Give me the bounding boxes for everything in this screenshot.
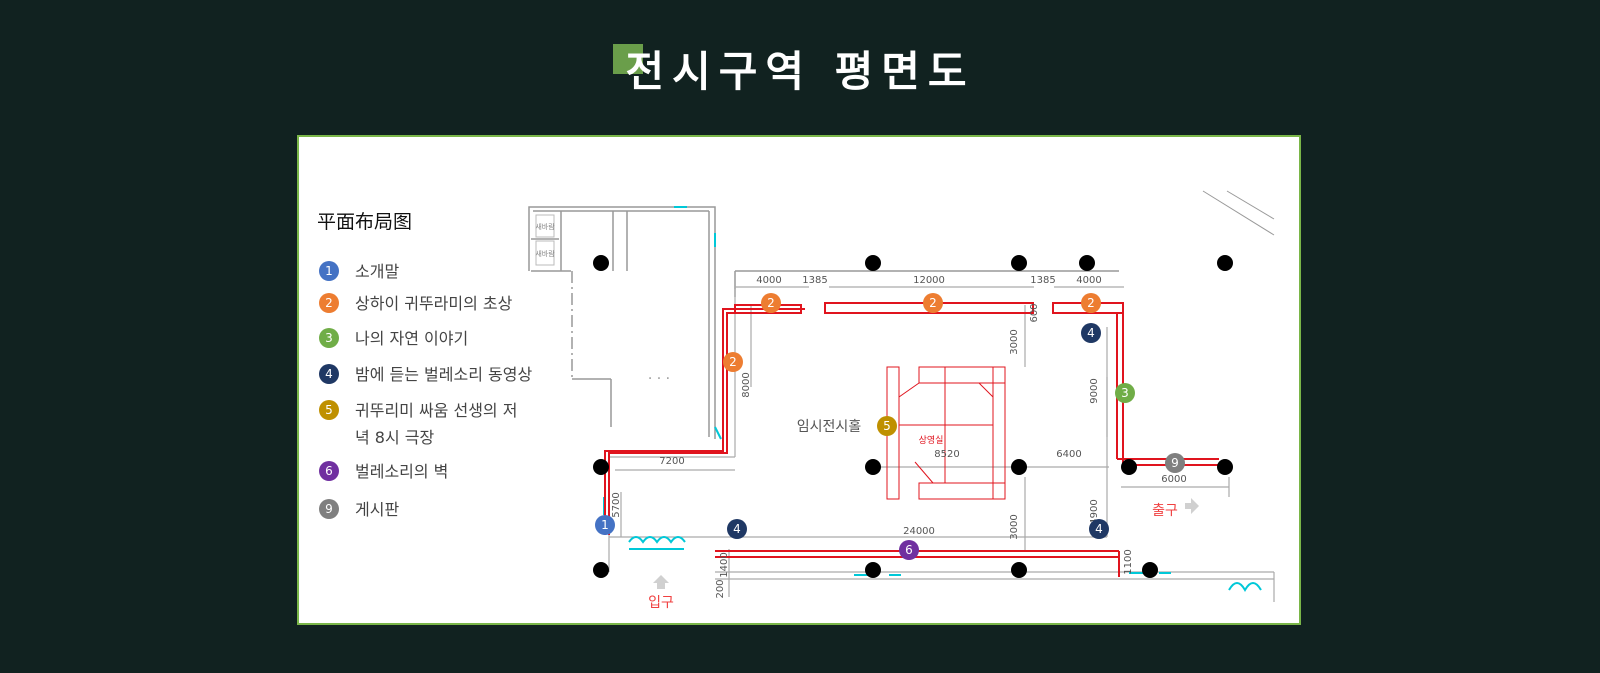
small-room-label-b: 새바람 [535,249,555,258]
title-accent-square [613,44,644,74]
legend-item-9: 9 게시판 [319,499,589,523]
legend-marker-2: 2 [319,293,339,313]
marker-6: 6 [899,540,919,560]
dim-label: 12000 [913,275,945,286]
legend-marker-3: 3 [319,328,339,348]
marker-4: 4 [727,519,747,539]
exit-arrow-icon [1185,498,1199,514]
dim-label: 200 [715,579,726,598]
entrance-arrow-icon [653,575,669,589]
legend-marker-4: 4 [319,364,339,384]
small-room-b [535,240,555,266]
page-title: 전시구역 평면도 [613,38,975,99]
screening-room-label: 상영실 [919,435,944,446]
floor-plan-drawing: 새바람 새바람 · · · [528,190,1275,611]
svg-text:2: 2 [1087,296,1095,310]
svg-text:2: 2 [767,296,775,310]
legend-item-3: 3 나의 자연 이야기 [319,328,589,352]
dim-label: 8520 [934,449,959,460]
dim-label: 1100 [1123,549,1134,574]
marker-3: 3 [1115,383,1135,403]
marker-4: 4 [1081,323,1101,343]
legend-marker-6: 6 [319,461,339,481]
legend-marker-9: 9 [319,499,339,519]
svg-text:6: 6 [905,543,913,557]
floor-plan-panel: 平面布局图 1 소개말 2 상하이 귀뚜라미의 초상 3 나의 자연 이야기 4… [297,135,1301,625]
svg-text:4: 4 [733,522,741,536]
legend-item-2: 2 상하이 귀뚜라미의 초상 [319,293,589,317]
page-title-wrap: 전시구역 평면도 [0,38,1600,99]
dim-label: 5700 [611,492,622,517]
svg-text:4: 4 [1087,326,1095,340]
marker-1: 1 [595,515,615,535]
dim-label: 1385 [802,275,827,286]
svg-text:2: 2 [729,355,737,369]
marker-2: 2 [1081,293,1101,313]
svg-text:5: 5 [883,419,891,433]
svg-text:1: 1 [601,518,609,532]
grey-walls [608,286,1275,602]
legend-item-4: 4 밤에 듣는 벌레소리 동영상 [319,364,589,388]
dim-label: 6000 [1161,474,1186,485]
small-room-label-a: 새바람 [535,222,555,231]
exhibit-markers: 1 2 2 2 2 3 4 4 4 5 6 9 [595,293,1185,560]
exit-label: 출구 [1152,503,1178,519]
legend-item-5: 5 귀뚜리미 싸움 선생의 저녁 8시 극장 [319,400,529,451]
legend-marker-5: 5 [319,400,339,420]
svg-text:3: 3 [1121,386,1129,400]
legend-label-4: 밤에 듣는 벌레소리 동영상 [355,365,533,384]
ellipsis-mark: · · · [648,371,670,387]
dim-label: 4000 [1076,275,1101,286]
marker-4: 4 [1089,519,1109,539]
legend-marker-1: 1 [319,261,339,281]
dim-label: 3000 [1009,329,1020,354]
legend-label-2: 상하이 귀뚜라미의 초상 [355,294,513,313]
legend-item-1: 1 소개말 [319,261,589,285]
dim-label: 1400 [719,552,730,577]
door-marks [603,206,1262,593]
page-title-text: 전시구역 평면도 [625,47,975,96]
legend-title: 平面布局图 [317,211,413,233]
legend-label-5: 귀뚜리미 싸움 선생의 저녁 8시 극장 [355,401,518,447]
legend-item-6: 6 벌레소리의 벽 [319,461,589,485]
dim-label: 600 [1029,303,1040,322]
dim-label: 9000 [1089,378,1100,403]
entrance-label: 입구 [648,595,674,611]
legend-label-9: 게시판 [355,500,400,519]
dim-label: 1385 [1030,275,1055,286]
marker-9: 9 [1165,453,1185,473]
dim-label: 8000 [741,372,752,397]
dim-label: 4900 [1089,499,1100,524]
legend-label-3: 나의 자연 이야기 [355,329,469,348]
dim-label: 3000 [1009,514,1020,539]
dim-label: 4000 [756,275,781,286]
dim-label: 7200 [659,456,684,467]
dim-label: 24000 [903,526,935,537]
marker-5: 5 [877,416,897,436]
svg-text:9: 9 [1171,456,1179,470]
small-room-a [535,214,555,238]
marker-2: 2 [723,352,743,372]
svg-text:2: 2 [929,296,937,310]
hall-label: 임시전시홀 [797,419,862,435]
legend-label-6: 벌레소리의 벽 [355,462,449,481]
columns [593,255,1233,578]
marker-2: 2 [761,293,781,313]
dim-label: 6400 [1056,449,1081,460]
svg-text:4: 4 [1095,522,1103,536]
screening-room [886,366,1006,500]
dimension-labels: 4000 1385 12000 1385 4000 600 3000 8000 … [611,275,1187,599]
legend-label-1: 소개말 [355,262,400,281]
marker-2: 2 [923,293,943,313]
